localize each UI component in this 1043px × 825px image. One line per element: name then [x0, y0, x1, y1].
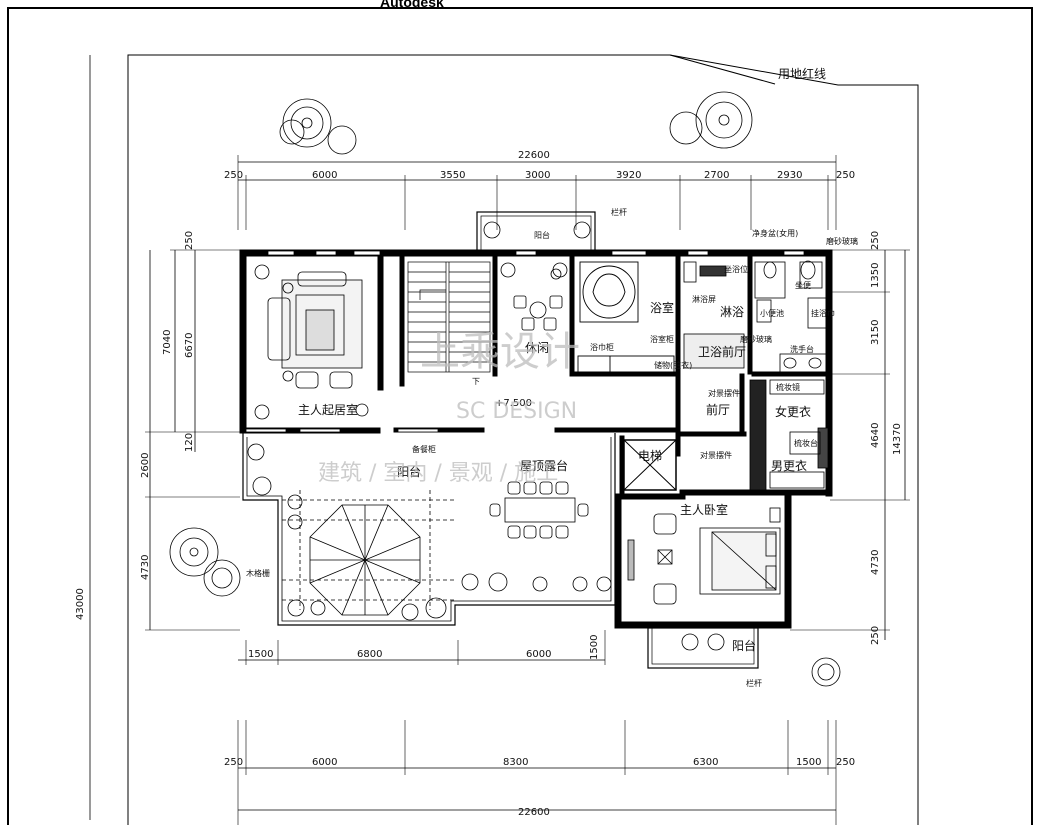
room-balcony-top: 阳台 — [534, 230, 550, 240]
room-terrace: 屋顶露台 — [520, 458, 568, 473]
label-storage: 储物(脏衣) — [654, 360, 692, 370]
dim-bottom-seg-1: 6000 — [312, 757, 337, 768]
dim-left-group — [145, 249, 240, 631]
stair-down-label: 下 — [472, 377, 480, 386]
dim-terrace-0: 1500 — [248, 649, 273, 660]
room-shower: 淋浴 — [720, 305, 744, 319]
dim-terrace-3: 1500 — [589, 635, 600, 660]
windows — [245, 250, 805, 433]
dim-left-upper: 7040 — [162, 330, 173, 355]
label-wood-pergola: 木格栅 — [246, 568, 270, 578]
dim-bottom-seg-0: 250 — [224, 757, 243, 768]
dim-bottom-seg-2: 8300 — [503, 757, 528, 768]
dim-top-seg-1: 6000 — [312, 170, 337, 181]
label-towel-cabinet: 浴巾柜 — [590, 342, 614, 352]
dim-bottom-seg-5: 250 — [836, 757, 855, 768]
room-women-closet: 女更衣 — [775, 404, 811, 419]
landscape-plants — [169, 91, 841, 687]
watermark-en: SC DESIGN — [456, 399, 577, 424]
room-foyer: 前厅 — [706, 402, 730, 417]
label-towel-rack: 挂浴巾 — [811, 308, 835, 318]
pergola — [282, 490, 455, 616]
room-balcony-bottom: 阳台 — [732, 638, 756, 653]
dim-bottom-total: 22600 — [518, 807, 550, 818]
label-railing-bottom: 栏杆 — [746, 678, 762, 688]
watermark-sub: 建筑 / 室内 / 景观 / 施工 — [318, 461, 558, 486]
label-mirror: 梳妆镜 — [776, 382, 800, 392]
leisure-furniture — [513, 295, 563, 331]
room-elevator: 电梯 — [638, 449, 662, 463]
site-boundary — [127, 54, 919, 825]
label-frosted-glass-2: 磨砂玻璃 — [740, 334, 772, 344]
dim-terrace-group — [238, 630, 606, 665]
dim-left-total: 43000 — [75, 588, 86, 620]
label-shower-seat: 坐浴位 — [724, 264, 748, 274]
dim-top-seg-6: 2930 — [777, 170, 802, 181]
dim-right-c: 4640 — [870, 423, 881, 448]
site-line-label: 用地红线 — [778, 66, 826, 81]
label-urinal: 小便池 — [760, 308, 784, 318]
label-railing-top: 栏杆 — [611, 207, 627, 217]
staircase — [407, 261, 491, 373]
label-display-2: 对景摆件 — [700, 450, 732, 460]
label-bath-cabinet: 浴室柜 — [650, 334, 674, 344]
bedroom-furniture — [627, 507, 781, 605]
dim-top-total: 22600 — [518, 150, 550, 161]
label-wash-basin: 洗手台 — [790, 344, 814, 354]
room-terrace-balcony: 阳台 — [397, 464, 421, 479]
sheet-frame — [7, 7, 1033, 825]
dim-right-e: 250 — [870, 626, 881, 645]
room-living: 主人起居室 — [298, 402, 358, 417]
label-elevation: +7.500 — [495, 398, 532, 409]
dim-left-gap: 120 — [184, 433, 195, 452]
room-bath: 浴室 — [650, 300, 674, 315]
room-bath-lobby: 卫浴前厅 — [698, 344, 746, 359]
dim-right-a: 1350 — [870, 263, 881, 288]
dining-table — [489, 481, 589, 539]
dim-right-total: 14370 — [892, 423, 903, 455]
closets — [749, 379, 829, 491]
dim-top-seg-7: 250 — [836, 170, 855, 181]
watermark-cn: 上乘设计 — [420, 329, 580, 375]
label-frosted-glass-1: 磨砂玻璃 — [826, 236, 858, 246]
dim-right-d: 4730 — [870, 550, 881, 575]
dim-bottom-group — [237, 720, 837, 825]
label-shower-panel: 淋浴屏 — [692, 294, 716, 304]
dim-left-top: 250 — [184, 231, 195, 250]
dim-top-seg-2: 3550 — [440, 170, 465, 181]
bathtub — [577, 261, 675, 373]
dim-right-top: 250 — [870, 231, 881, 250]
bath-fixtures — [683, 260, 827, 373]
label-display-1: 对景摆件 — [708, 388, 740, 398]
room-leisure: 休闲 — [525, 341, 549, 355]
dim-top-seg-3: 3000 — [525, 170, 550, 181]
dim-left-inner: 6670 — [184, 333, 195, 358]
dim-right-b: 3150 — [870, 320, 881, 345]
label-toilet: 坐便 — [795, 280, 811, 290]
label-bidet: 净身盆(女用) — [752, 228, 798, 238]
dim-bottom-seg-4: 1500 — [796, 757, 821, 768]
dim-top-seg-5: 2700 — [704, 170, 729, 181]
dim-bottom-seg-3: 6300 — [693, 757, 718, 768]
dim-terrace-1: 6800 — [357, 649, 382, 660]
dim-terrace-2: 6000 — [526, 649, 551, 660]
header-title: Autodesk — [380, 0, 444, 10]
site-leader — [669, 54, 776, 85]
label-wine-cabinet: 备餐柜 — [412, 444, 436, 454]
dim-top-seg-0: 250 — [224, 170, 243, 181]
dim-left-low: 4730 — [140, 555, 151, 580]
dim-top-group — [237, 155, 837, 230]
dim-top-seg-4: 3920 — [616, 170, 641, 181]
dim-right-group — [790, 249, 910, 640]
dim-left-mid: 2600 — [140, 453, 151, 478]
room-master-bedroom: 主人卧室 — [680, 502, 728, 517]
room-men-closet: 男更衣 — [771, 458, 807, 473]
living-furniture — [267, 271, 363, 389]
label-dresser: 梳妆台 — [794, 438, 818, 448]
